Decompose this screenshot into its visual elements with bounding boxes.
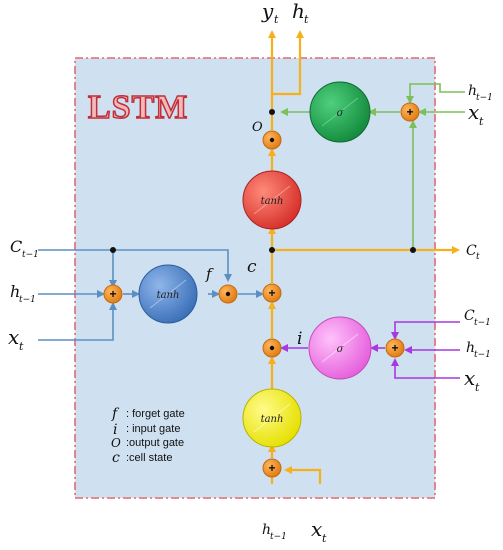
svg-text:t: t <box>19 340 24 353</box>
svg-text:C: C <box>466 243 477 259</box>
svg-text:tanh: tanh <box>261 414 284 425</box>
svg-text:t: t <box>322 532 327 545</box>
output-y-label: y t <box>261 0 279 26</box>
svg-text:x: x <box>468 100 479 124</box>
svg-text:: forget gate: : forget gate <box>126 408 185 420</box>
label-f: f <box>205 265 214 283</box>
label-h-prev-right-top: h t−1 <box>468 83 493 103</box>
forget-gate-lines <box>38 249 264 341</box>
svg-text:+: + <box>391 341 398 355</box>
svg-text:: input gate: : input gate <box>126 423 180 435</box>
svg-text:C: C <box>464 308 475 324</box>
title-lstm: LSTM <box>88 89 188 126</box>
label-x-bottom: x t <box>311 517 327 545</box>
output-gate-lines <box>280 83 465 250</box>
svg-text:t: t <box>274 13 279 26</box>
label-c-right: C t <box>466 243 480 262</box>
svg-text:C: C <box>10 237 22 256</box>
svg-text:+: + <box>406 105 413 119</box>
label-o: O <box>252 120 263 135</box>
svg-text:t: t <box>476 252 480 262</box>
output-h-label: h t <box>292 0 309 26</box>
svg-text:t: t <box>304 13 309 26</box>
label-i: i <box>297 329 302 349</box>
svg-text:x: x <box>8 325 19 349</box>
label-x-left: x t <box>8 325 24 353</box>
op-add-input-gate: + <box>385 338 405 358</box>
svg-text::output gate: :output gate <box>126 437 184 449</box>
label-c-prev-right: C t−1 <box>464 308 491 328</box>
svg-text:h: h <box>10 282 20 301</box>
svg-text:t−1: t−1 <box>474 350 491 360</box>
svg-text:t−1: t−1 <box>19 295 36 305</box>
svg-text:t−1: t−1 <box>22 250 39 260</box>
junction-dots <box>110 109 416 253</box>
label-h-prev-left: h t−1 <box>10 282 36 305</box>
op-multiply-input <box>262 338 282 358</box>
sigma-output-node: σ <box>309 81 371 143</box>
tanh-cell-output-node: tanh <box>242 170 302 230</box>
svg-text:f: f <box>111 406 120 422</box>
svg-text:σ: σ <box>337 108 345 119</box>
svg-text:t−1: t−1 <box>476 93 493 103</box>
op-add-cell-state: + <box>262 283 282 303</box>
sigma-input-node: σ <box>308 316 372 380</box>
svg-text::cell state: :cell state <box>126 452 172 464</box>
svg-text:O: O <box>111 436 121 450</box>
svg-text:+: + <box>268 286 275 300</box>
svg-text:σ: σ <box>337 344 345 355</box>
label-c-prev-left: C t−1 <box>10 237 39 260</box>
tanh-forget-node: tanh <box>138 264 198 324</box>
label-x-right-mid: x t <box>464 366 480 394</box>
svg-text:t−1: t−1 <box>270 532 287 542</box>
label-x-right-top: x t <box>468 100 484 128</box>
op-add-output-gate: + <box>400 102 420 122</box>
op-multiply-output <box>262 130 282 150</box>
op-add-bottom: + <box>262 458 282 478</box>
legend-item-cell: c :cell state <box>112 450 172 466</box>
svg-text:x: x <box>464 366 475 390</box>
op-add-forget-gate: + <box>103 284 123 304</box>
svg-text:tanh: tanh <box>157 290 180 301</box>
svg-text:+: + <box>109 287 116 301</box>
label-h-prev-right: h t−1 <box>466 340 491 360</box>
legend-item-output: O :output gate <box>111 436 184 450</box>
svg-text:h: h <box>466 340 475 356</box>
op-multiply-forget <box>218 284 238 304</box>
svg-text:tanh: tanh <box>261 196 284 207</box>
svg-text:i: i <box>113 422 117 438</box>
svg-text:t: t <box>479 115 484 128</box>
svg-text:t−1: t−1 <box>474 318 491 328</box>
legend-item-forget: f : forget gate <box>111 406 185 422</box>
legend: f : forget gate i : input gate O :output… <box>111 406 185 466</box>
svg-text:y: y <box>261 0 274 23</box>
svg-text:t: t <box>475 381 480 394</box>
svg-text:h: h <box>468 83 477 99</box>
svg-text:x: x <box>311 517 322 541</box>
label-h-prev-bottom: h t−1 <box>262 522 287 542</box>
svg-text:h: h <box>262 522 271 538</box>
svg-text:+: + <box>268 461 275 475</box>
input-gate-lines <box>280 321 460 379</box>
tanh-input-node: tanh <box>242 388 302 448</box>
svg-text:h: h <box>292 0 305 23</box>
legend-item-input: i : input gate <box>113 422 180 438</box>
svg-text:c: c <box>112 450 120 466</box>
label-c: c <box>247 257 257 277</box>
